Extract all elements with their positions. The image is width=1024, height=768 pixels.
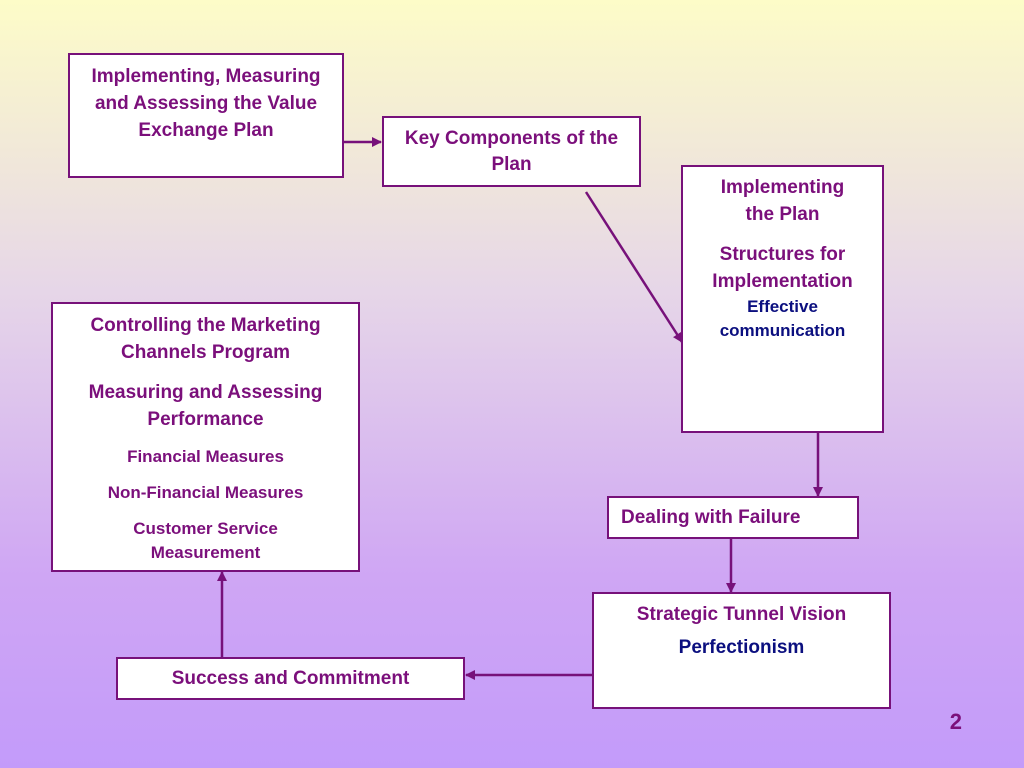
page-number: 2: [949, 709, 962, 734]
controlling-item-financial: Financial Measures: [127, 447, 284, 466]
failure-box: Dealing with Failure: [607, 496, 859, 539]
arrow-key-components-to-implementing: [584, 191, 684, 343]
failure-title: Dealing with Failure: [621, 507, 801, 528]
controlling-item-non-financial: Non-Financial Measures: [107, 483, 304, 502]
success-title: Success and Commitment: [171, 668, 410, 689]
success-box: Success and Commitment: [116, 657, 465, 700]
implementing-detail: Effective communication: [719, 297, 846, 340]
implementing-box: Implementing the Plan Structures for Imp…: [681, 165, 884, 433]
key-components-box: Key Components of the Plan: [382, 116, 641, 187]
value-exchange-box: Implementing, Measuring and Assessing th…: [68, 53, 344, 178]
implementing-title: Implementing the Plan: [720, 177, 845, 225]
value-exchange-title: Implementing, Measuring and Assessing th…: [91, 66, 321, 141]
controlling-box: Controlling the Marketing Channels Progr…: [51, 302, 360, 572]
implementing-subtitle: Structures for Implementation: [712, 244, 853, 292]
key-components-title: Key Components of the Plan: [404, 128, 619, 175]
tunnel-box: Strategic Tunnel Vision Perfectionism: [592, 592, 891, 709]
tunnel-title: Strategic Tunnel Vision: [636, 604, 847, 625]
controlling-subtitle: Measuring and Assessing Performance: [88, 382, 323, 430]
tunnel-detail: Perfectionism: [678, 637, 805, 658]
controlling-title: Controlling the Marketing Channels Progr…: [90, 315, 321, 363]
controlling-item-customer-service: Customer Service Measurement: [133, 519, 278, 562]
